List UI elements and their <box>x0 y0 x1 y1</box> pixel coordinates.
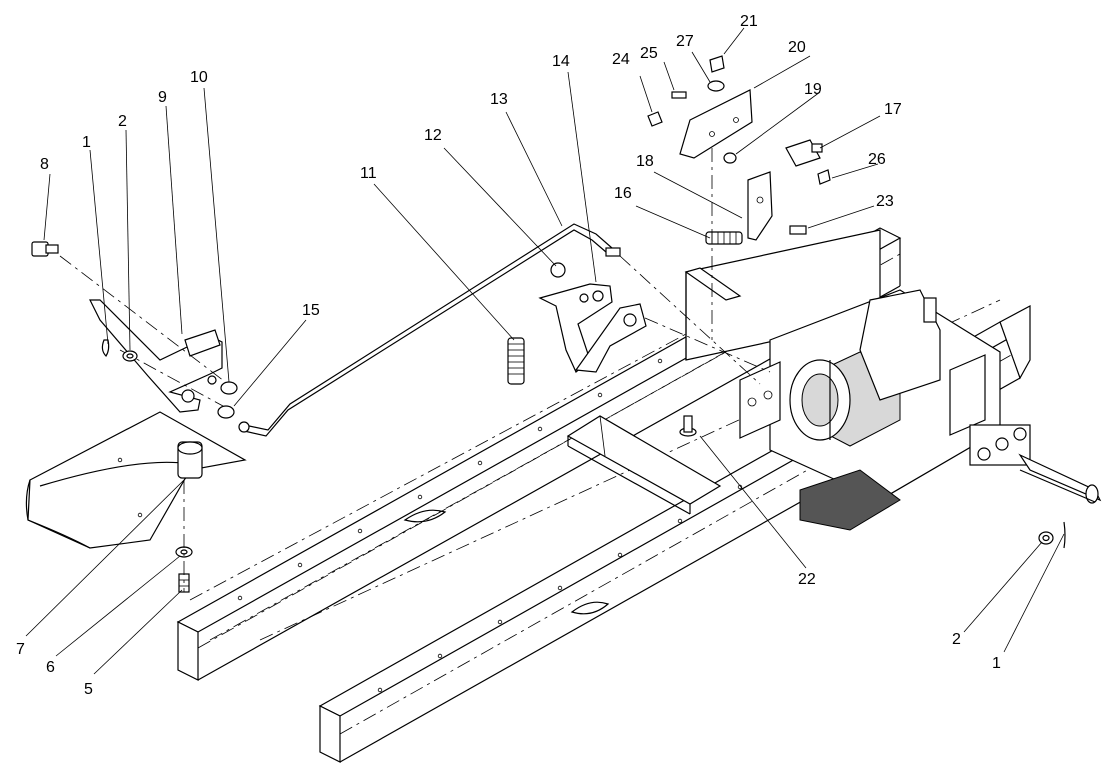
brake-arm <box>538 283 647 373</box>
callout-2-right: 2 <box>952 631 961 648</box>
callout-27: 27 <box>676 33 694 50</box>
extension-spring <box>507 337 525 385</box>
callout-10: 10 <box>190 69 208 86</box>
screw <box>671 91 687 99</box>
mounting-bracket <box>679 89 753 159</box>
callout-5: 5 <box>84 681 93 698</box>
cotter-pin <box>1063 521 1066 549</box>
transaxle <box>739 289 1102 531</box>
nut <box>709 55 725 73</box>
washer <box>707 80 725 92</box>
switch-bracket <box>747 171 773 241</box>
callout-1: 1 <box>82 134 91 151</box>
callout-2: 2 <box>118 113 127 130</box>
bolt <box>789 225 807 235</box>
callout-8: 8 <box>40 156 49 173</box>
retaining-clip <box>550 262 566 278</box>
nut <box>817 169 831 185</box>
callout-16: 16 <box>614 185 632 202</box>
cross-member <box>566 415 722 515</box>
callout-11: 11 <box>360 165 377 182</box>
callout-25: 25 <box>640 45 658 62</box>
return-spring <box>705 231 743 245</box>
carriage-bolt <box>679 415 697 437</box>
callout-26: 26 <box>868 151 886 168</box>
callout-1-right: 1 <box>992 655 1001 672</box>
callout-23: 23 <box>876 193 894 210</box>
bushing <box>217 405 235 419</box>
bushing <box>220 381 238 395</box>
cotter-pin <box>101 339 110 357</box>
callout-labels: 8 1 2 9 10 15 11 12 13 14 16 18 24 25 27… <box>16 13 1001 698</box>
callout-7: 7 <box>16 641 25 658</box>
callout-14: 14 <box>552 53 570 70</box>
brake-rod <box>238 223 621 437</box>
callout-9: 9 <box>158 89 167 106</box>
callout-21: 21 <box>740 13 758 30</box>
callout-18: 18 <box>636 153 654 170</box>
callout-17: 17 <box>884 101 902 118</box>
callout-12: 12 <box>424 127 442 144</box>
callout-15: 15 <box>302 302 320 319</box>
callout-22: 22 <box>798 571 816 588</box>
callout-6: 6 <box>46 659 55 676</box>
shoulder-bolt <box>31 241 59 257</box>
callout-24: 24 <box>612 51 630 68</box>
safety-switch <box>785 139 823 167</box>
callout-19: 19 <box>804 81 822 98</box>
nut <box>647 111 663 127</box>
leader-lines <box>25 27 1065 675</box>
callout-13: 13 <box>490 91 508 108</box>
callout-20: 20 <box>788 39 806 56</box>
brake-pedal <box>25 411 247 549</box>
washer <box>723 152 737 164</box>
pedal-lever <box>89 299 223 413</box>
